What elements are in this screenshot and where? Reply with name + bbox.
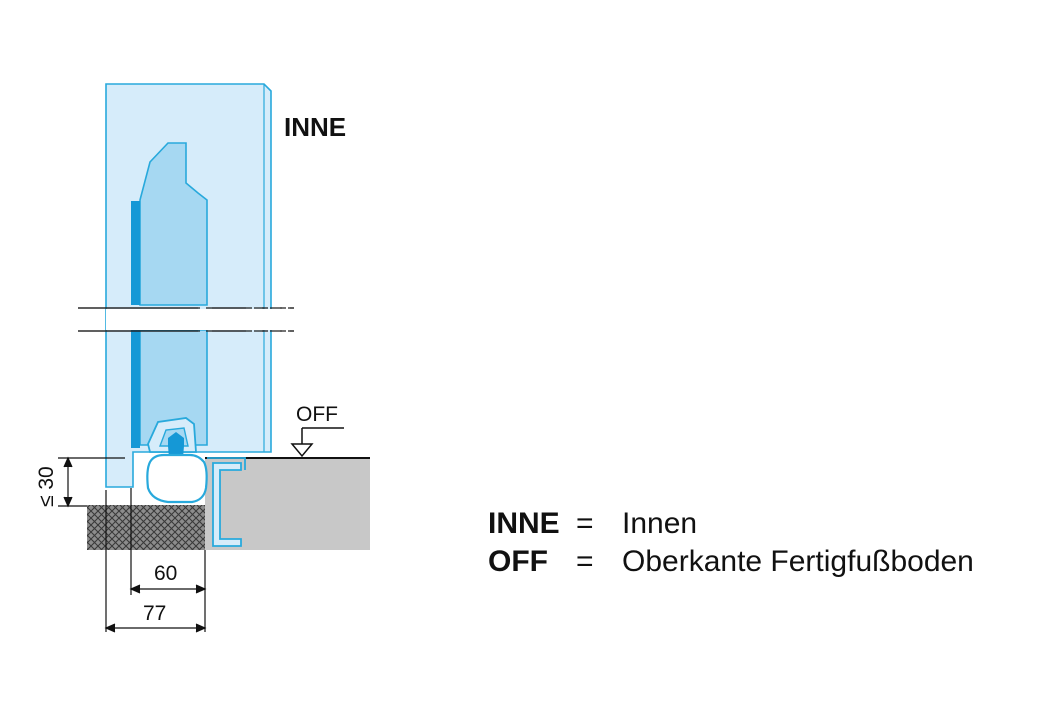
legend-equals: = <box>576 545 594 578</box>
off-datum-symbol <box>290 427 344 458</box>
legend: INNE = Innen OFF = Oberkante Fertigfußbo… <box>488 505 974 581</box>
drop-seal-rubber <box>146 453 208 504</box>
legend-row-inne: INNE = Innen <box>488 505 974 543</box>
break-gap <box>106 309 272 330</box>
legend-row-off: OFF = Oberkante Fertigfußboden <box>488 543 974 581</box>
seal-strip-lower <box>131 330 140 448</box>
width-dimensions <box>104 488 207 633</box>
channel-top-lip <box>207 457 246 470</box>
height-dimension <box>58 456 125 508</box>
height-dimension-label: ≤ 30 <box>35 466 58 507</box>
floor-channel <box>212 462 242 547</box>
width-outer-label: 77 <box>143 602 166 625</box>
inne-label: INNE <box>284 112 346 142</box>
inner-profile-upper <box>139 142 208 306</box>
width-inner-label: 60 <box>154 562 177 585</box>
screed-hatch <box>87 505 205 550</box>
break-lines-front <box>78 307 294 332</box>
finished-floor <box>205 458 370 550</box>
legend-equals: = <box>576 507 594 540</box>
seal-strip-upper <box>131 201 140 305</box>
legend-term: OFF <box>488 545 548 578</box>
legend-description: Innen <box>622 507 698 540</box>
off-label: OFF <box>296 403 338 426</box>
legend-description: Oberkante Fertigfußboden <box>622 545 974 578</box>
legend-term: INNE <box>488 507 560 540</box>
